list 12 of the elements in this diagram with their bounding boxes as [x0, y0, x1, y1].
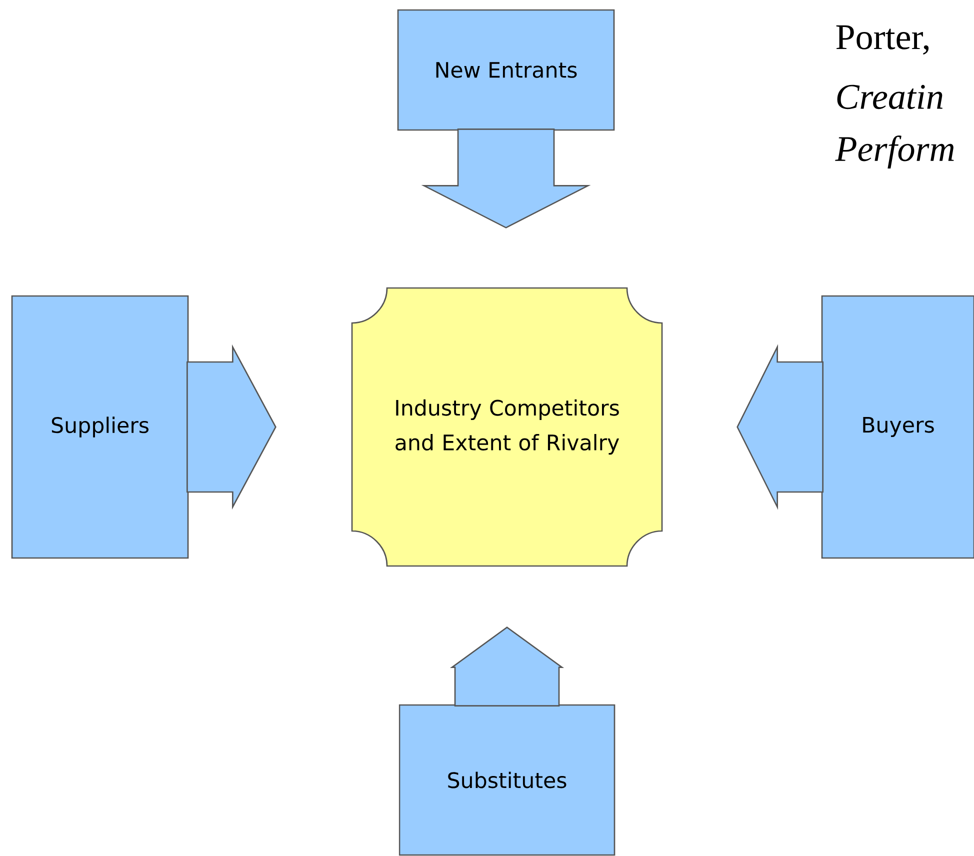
citation-text: Perform — [835, 136, 954, 169]
block-arrow — [450, 626, 564, 706]
force-box: Suppliers — [11, 295, 189, 559]
citation-text: Creatin — [837, 84, 942, 110]
citation-text: Porter, — [836, 25, 929, 55]
block-arrow — [186, 344, 276, 510]
force-box: Buyers — [821, 295, 974, 559]
block-arrow — [736, 344, 824, 510]
rivalry-box: Industry Competitors and Extent of Rivalry — [351, 287, 663, 567]
force-box: New Entrants — [397, 9, 615, 131]
block-arrow — [421, 128, 591, 228]
force-box: Substitutes — [398, 704, 616, 856]
